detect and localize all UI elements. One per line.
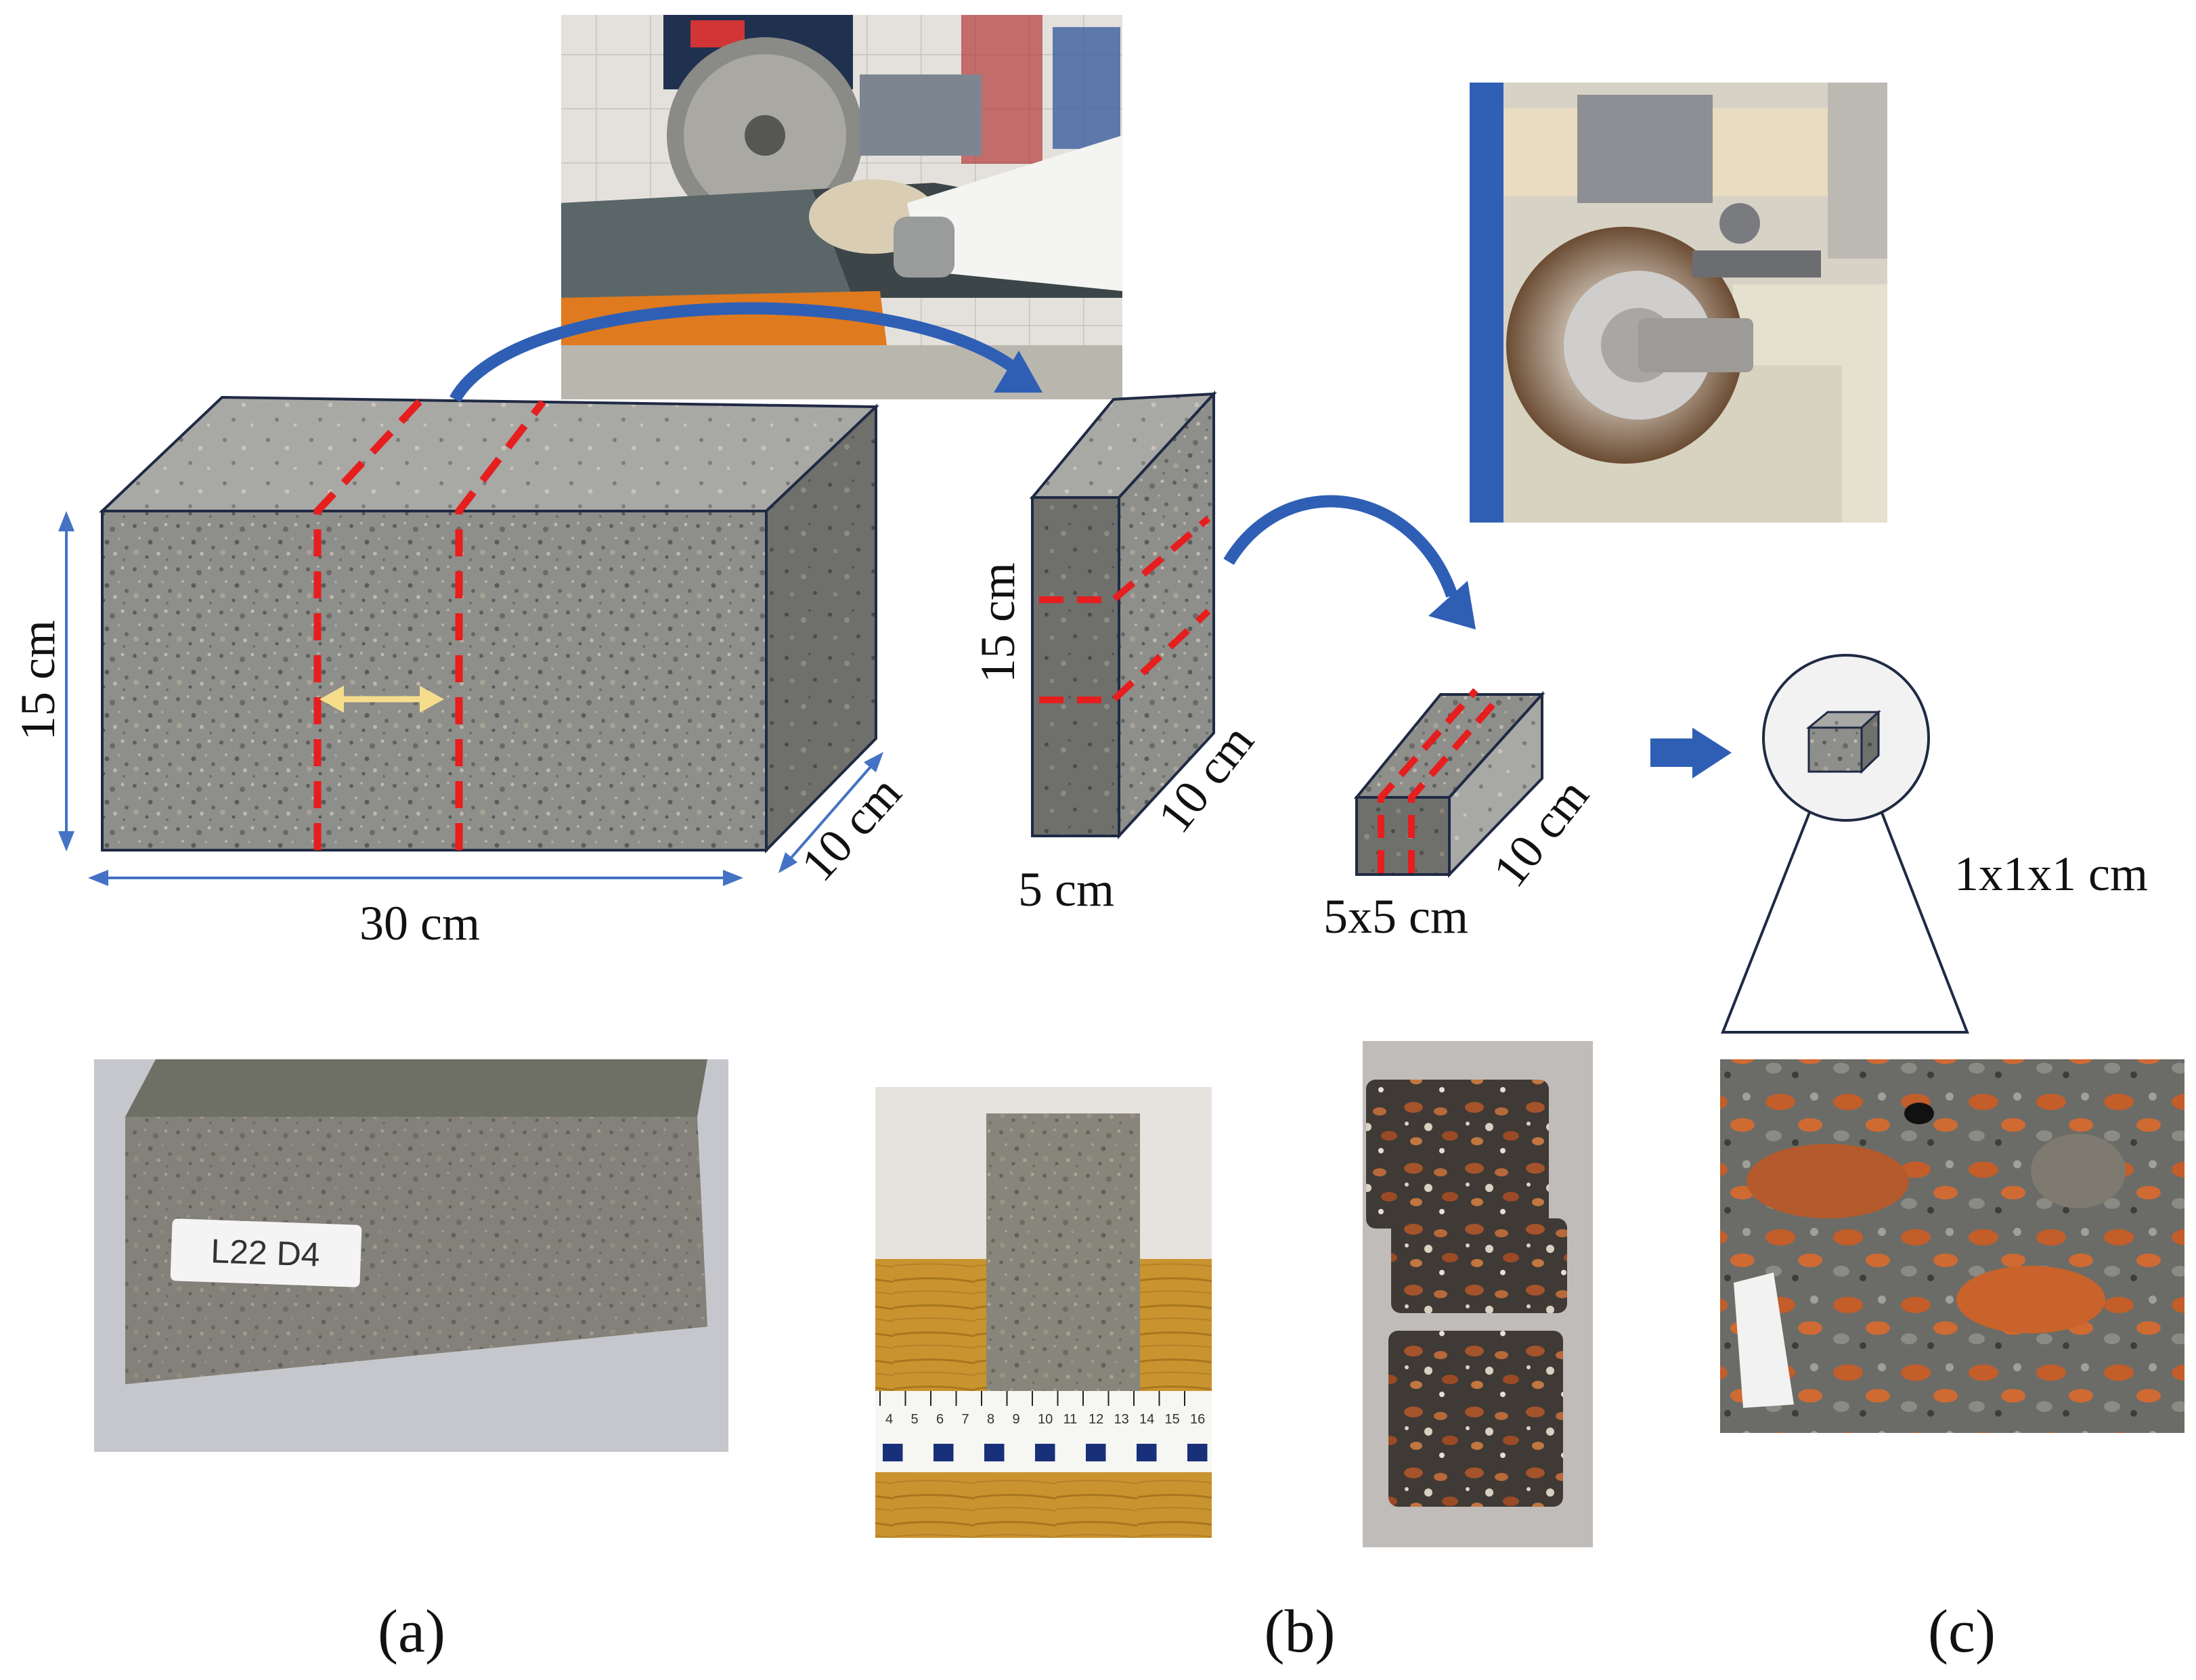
curved-arrow-to-slab bbox=[449, 302, 1042, 403]
large-block-cut-lines bbox=[313, 398, 546, 850]
ruler-block bbox=[1086, 1444, 1106, 1461]
label-large-length: 30 cm bbox=[359, 896, 480, 950]
ruler-block bbox=[984, 1444, 1005, 1461]
tile-saw-photo bbox=[561, 15, 1122, 399]
ruler-tick-label: 6 bbox=[936, 1412, 944, 1427]
ruler-tick-label: 15 bbox=[1165, 1412, 1180, 1427]
cut-spacing-arrow bbox=[320, 686, 444, 713]
label-slab-width: 5 cm bbox=[1018, 862, 1114, 916]
ruler-tick-label: 11 bbox=[1063, 1412, 1078, 1427]
caption-a: (a) bbox=[378, 1598, 445, 1665]
ruler-tick-label: 5 bbox=[911, 1412, 919, 1427]
ruler-tick-label: 10 bbox=[1038, 1412, 1053, 1427]
arrow-to-cube bbox=[1650, 728, 1732, 778]
large-block-front-face bbox=[101, 510, 768, 852]
caption-b: (b) bbox=[1265, 1598, 1336, 1665]
large-block-dimension-arrows bbox=[58, 511, 883, 886]
ruler-tick-label: 7 bbox=[962, 1412, 969, 1427]
slab-cut-lines bbox=[1039, 516, 1211, 703]
ruler-block bbox=[1035, 1444, 1055, 1461]
ruler-marks: 4 5 6 7 8 9 10 11 12 13 14 15 16 bbox=[879, 1391, 1208, 1461]
ruler-tick-label: 12 bbox=[1089, 1412, 1103, 1427]
photo-large-sample: L22 D4 bbox=[94, 1059, 728, 1452]
photo-prism-pieces bbox=[1363, 1041, 1593, 1547]
slab-front-face bbox=[1031, 496, 1120, 837]
curved-arrow-to-prism bbox=[1223, 495, 1476, 629]
caption-c: (c) bbox=[1928, 1598, 1996, 1665]
ruler-tick-label: 16 bbox=[1190, 1412, 1205, 1427]
sample-label-text: L22 D4 bbox=[210, 1232, 320, 1274]
large-block-top-face bbox=[98, 395, 879, 512]
prism-specimen bbox=[1353, 688, 1545, 878]
sample-label-tag bbox=[170, 1218, 362, 1287]
slab-specimen bbox=[1029, 390, 1217, 840]
label-slab-height: 15 cm bbox=[971, 562, 1025, 683]
prism-front-face bbox=[1355, 796, 1451, 876]
ruler-block bbox=[934, 1444, 954, 1461]
photo-slab-with-ruler: 4 5 6 7 8 9 10 11 12 13 14 15 16 bbox=[875, 1087, 1212, 1538]
ruler-tick-label: 13 bbox=[1114, 1412, 1129, 1427]
ruler-tick-label: 9 bbox=[1013, 1412, 1020, 1427]
label-prism-section: 5x5 cm bbox=[1323, 889, 1468, 944]
label-cube-size: 1x1x1 cm bbox=[1954, 847, 2148, 901]
precision-saw-photo bbox=[1470, 83, 1887, 523]
prism-cut-lines bbox=[1378, 688, 1502, 873]
ruler-tick-label: 4 bbox=[885, 1412, 893, 1427]
ruler-block bbox=[1137, 1444, 1157, 1461]
ruler-block bbox=[1187, 1444, 1208, 1461]
ruler-tick-label: 8 bbox=[987, 1412, 994, 1427]
ruler-tick-label: 14 bbox=[1139, 1412, 1154, 1427]
photo-cube-section bbox=[1720, 1059, 2184, 1433]
cube-magnifier bbox=[1721, 654, 1969, 1034]
label-large-height: 15 cm bbox=[11, 620, 65, 740]
ruler-block bbox=[883, 1444, 903, 1461]
panel-captions: (a) (b) (c) bbox=[378, 1598, 1996, 1665]
large-concrete-block bbox=[98, 395, 879, 854]
